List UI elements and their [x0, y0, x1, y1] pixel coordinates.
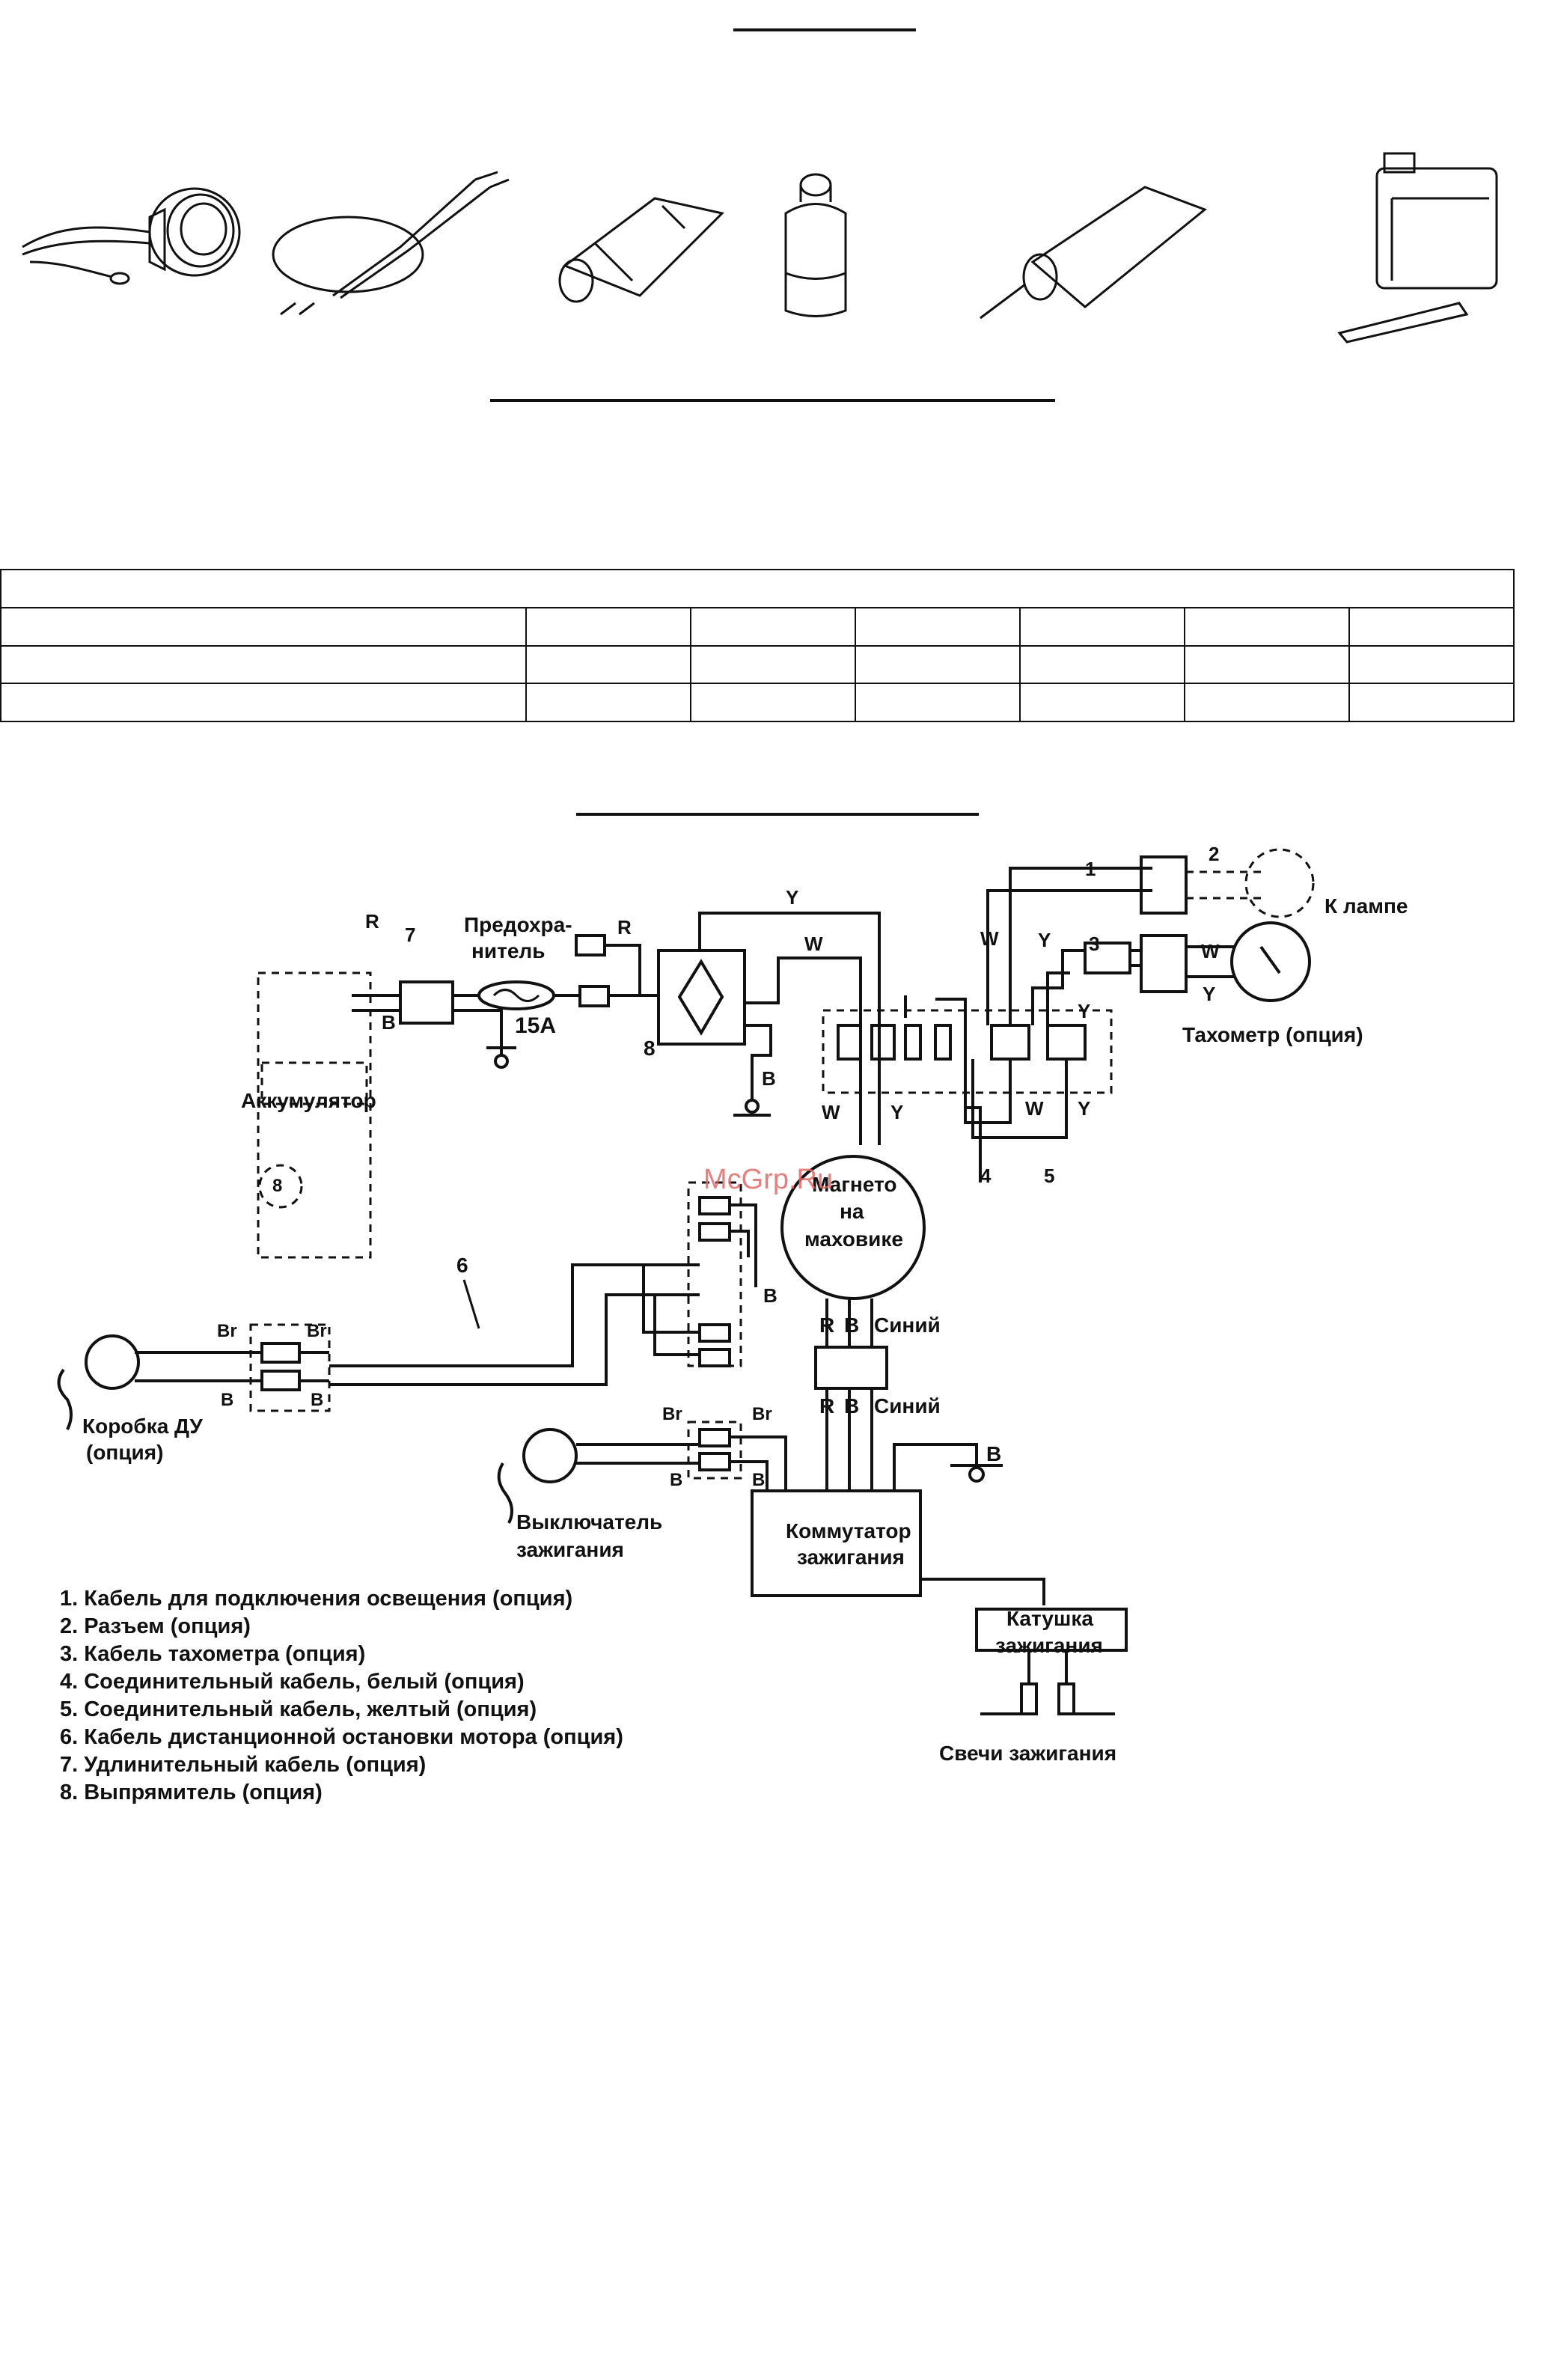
svg-text:7: 7 [405, 924, 415, 946]
svg-text:Синий: Синий [874, 1313, 941, 1337]
rectifier [657, 949, 746, 1046]
svg-text:Y: Y [1078, 1000, 1090, 1022]
tach-label: Тахометр (опция) [1182, 1023, 1363, 1046]
svg-text:B: B [844, 1394, 859, 1418]
ignition-coil [975, 1608, 1128, 1652]
svg-text:Y: Y [786, 886, 798, 909]
legend-item: 6. Кабель дистанционной остановки мотора… [60, 1725, 623, 1749]
svg-text:Br: Br [217, 1321, 237, 1341]
spray-can-icon [784, 173, 847, 317]
svg-text:зажигания: зажигания [516, 1538, 624, 1561]
svg-text:B: B [752, 1470, 765, 1490]
table-row [0, 569, 1515, 608]
cable-icon [272, 171, 510, 316]
svg-text:маховике: маховике [804, 1227, 903, 1251]
lamp-label: К лампе [1325, 894, 1408, 918]
svg-text:W: W [980, 927, 999, 950]
top-rule [733, 28, 916, 31]
svg-text:Br: Br [662, 1404, 682, 1424]
gauge-icon [22, 187, 241, 285]
ignition-switch [522, 1428, 578, 1483]
svg-text:B: B [763, 1284, 777, 1307]
fuse-label-1: Предохра- [464, 913, 572, 936]
battery-label: Аккумулятор [241, 1089, 376, 1112]
svg-text:(опция): (опция) [86, 1441, 163, 1464]
magneto [780, 1155, 926, 1300]
table-row [0, 683, 1515, 722]
legend: 1. Кабель для подключения освещения (опц… [60, 1585, 623, 1807]
svg-text:B: B [670, 1470, 682, 1490]
legend-item: 3. Кабель тахометра (опция) [60, 1642, 366, 1666]
ignition-switch-label: Выключатель [516, 1510, 662, 1534]
svg-text:R: R [617, 916, 632, 939]
remote-box-label: Коробка ДУ [82, 1415, 203, 1438]
remote-box-switch [85, 1334, 140, 1390]
svg-text:B: B [844, 1313, 859, 1337]
svg-text:8: 8 [272, 1176, 282, 1196]
svg-text:Магнето: Магнето [812, 1173, 896, 1196]
fuse-label-2: нитель [471, 939, 545, 962]
svg-text:Синий: Синий [874, 1394, 941, 1418]
section-rule-2 [576, 813, 979, 816]
extension-cable [399, 980, 454, 1025]
legend-item: 2. Разъем (опция) [60, 1614, 251, 1638]
connector-2 [1140, 855, 1188, 915]
wiring-diagram: Аккумулятор 8 Предохра- нитель 15A R R B… [57, 843, 1408, 1765]
legend-item: 4. Соединительный кабель, белый (опция) [60, 1670, 525, 1694]
svg-text:зажигания: зажигания [797, 1546, 905, 1569]
svg-text:B: B [311, 1390, 323, 1410]
svg-text:Y: Y [890, 1101, 903, 1123]
svg-text:зажигания: зажигания [995, 1634, 1103, 1657]
cdi-unit [751, 1489, 922, 1597]
sealant-tube-icon [980, 186, 1207, 320]
oil-canister-icon [1337, 152, 1498, 344]
svg-text:Y: Y [1203, 983, 1215, 1005]
grease-tube-icon [558, 197, 724, 303]
svg-text:Y: Y [1078, 1097, 1090, 1120]
svg-text:B: B [986, 1442, 1001, 1465]
watermark: McGrp.Ru [703, 1164, 834, 1195]
svg-text:Br: Br [752, 1404, 772, 1424]
svg-text:1: 1 [1085, 858, 1096, 880]
svg-text:B: B [221, 1390, 233, 1410]
svg-text:W: W [1201, 940, 1220, 962]
svg-text:2: 2 [1209, 843, 1219, 865]
legend-item: 1. Кабель для подключения освещения (опц… [60, 1587, 573, 1611]
svg-text:Катушка: Катушка [1006, 1607, 1093, 1630]
svg-text:B: B [382, 1011, 396, 1034]
svg-text:Коммутатор: Коммутатор [786, 1519, 911, 1543]
legend-item: 5. Соединительный кабель, желтый (опция) [60, 1697, 537, 1721]
svg-text:R: R [819, 1313, 834, 1337]
spark-plug [1057, 1682, 1075, 1715]
table-row [0, 644, 1515, 685]
svg-text:на: на [840, 1200, 864, 1223]
svg-text:6: 6 [456, 1254, 468, 1277]
legend-item: 7. Удлинительный кабель (опция) [60, 1753, 427, 1777]
battery-outline [257, 971, 372, 1259]
svg-text:W: W [1025, 1097, 1044, 1120]
svg-text:5: 5 [1044, 1165, 1054, 1187]
fuse-rating: 15A [515, 1013, 556, 1038]
svg-text:8: 8 [644, 1037, 656, 1060]
spec-table [0, 569, 1515, 722]
svg-text:W: W [804, 933, 823, 955]
svg-text:R: R [365, 910, 379, 933]
spark-plug [1020, 1682, 1038, 1715]
svg-text:4: 4 [980, 1165, 992, 1187]
tachometer [1230, 921, 1311, 1002]
legend-item: 8. Выпрямитель (опция) [60, 1781, 323, 1804]
table-row [0, 606, 1515, 647]
svg-text:Y: Y [1038, 929, 1051, 951]
svg-text:W: W [822, 1101, 840, 1123]
section-rule-1 [490, 399, 1055, 402]
svg-text:B: B [762, 1067, 776, 1090]
svg-text:Br: Br [307, 1321, 327, 1341]
spark-plugs-label: Свечи зажигания [939, 1742, 1116, 1765]
